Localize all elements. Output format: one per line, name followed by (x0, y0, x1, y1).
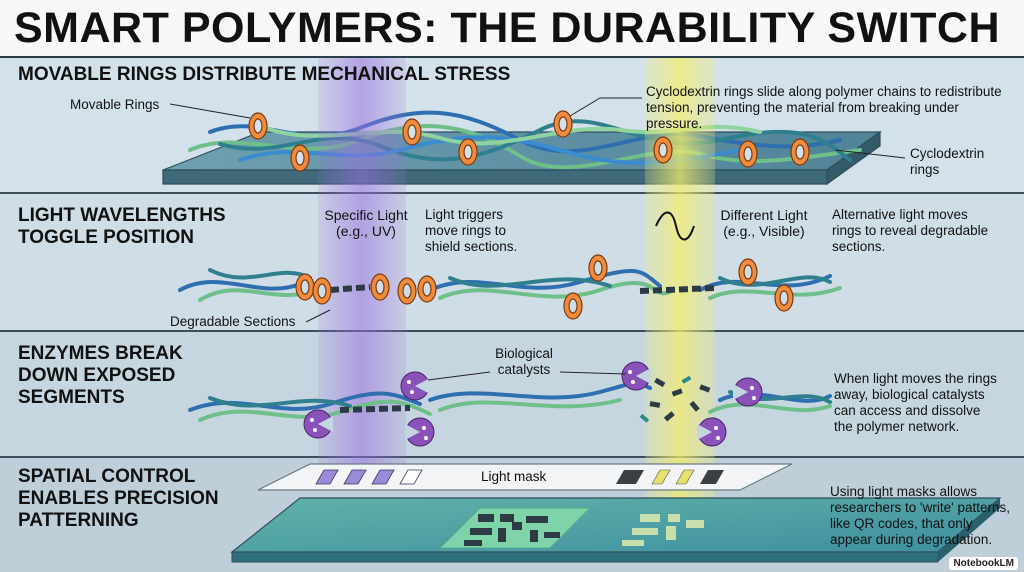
section-3-heading: ENZYMES BREAK DOWN EXPOSED SEGMENTS (18, 343, 183, 408)
light-mask (257, 463, 793, 491)
ring (774, 284, 794, 312)
label-enzyme-description: When light moves the rings away, biologi… (834, 371, 997, 434)
section-2-heading: LIGHT WAVELENGTHS TOGGLE POSITION (18, 205, 226, 248)
enzyme (697, 417, 727, 447)
ring (312, 277, 332, 305)
ring (553, 110, 573, 138)
pattern-slab (230, 497, 1002, 563)
label-light-mask: Light mask (481, 469, 547, 484)
enzyme (303, 409, 333, 439)
label-ring-description: Cyclodextrin rings slide along polymer c… (646, 84, 1002, 131)
degradable-sections-3 (339, 405, 411, 413)
page-title: SMART POLYMERS: THE DURABILITY SWITCH (14, 4, 1001, 52)
fragments (649, 377, 711, 422)
section-light-toggle (0, 194, 1024, 332)
label-degradable-sections: Degradable Sections (170, 314, 296, 329)
label-different-light: Different Light (e.g., Visible) (720, 207, 808, 239)
cyclodextrin-rings-1 (248, 110, 810, 172)
ring (738, 140, 758, 168)
section-4-heading: SPATIAL CONTROL ENABLES PRECISION PATTER… (18, 466, 219, 531)
ring (738, 258, 758, 286)
cyclodextrin-rings-2 (295, 254, 794, 320)
ring (402, 118, 422, 146)
enzyme (621, 361, 651, 391)
uv-light-beam (318, 58, 406, 478)
ring (588, 254, 608, 282)
label-cyclodextrin: Cyclodextrin rings (910, 146, 985, 177)
ring (370, 273, 390, 301)
enzyme (733, 377, 763, 407)
wave-icon (655, 211, 695, 241)
ring (397, 277, 417, 305)
brand-badge: NotebookLM (949, 557, 1018, 570)
leader-lines-3 (427, 371, 627, 381)
leader-line-2 (305, 309, 331, 323)
ring (417, 275, 437, 303)
enzyme (405, 417, 435, 447)
ring (290, 144, 310, 172)
label-patterning-description: Using light masks allows researchers to … (830, 484, 1010, 547)
ring (563, 292, 583, 320)
enzyme (400, 371, 430, 401)
label-biological-catalysts: Biological catalysts (495, 346, 553, 377)
ring (295, 273, 315, 301)
ring (248, 112, 268, 140)
label-alternative-light: Alternative light moves rings to reveal … (832, 207, 989, 254)
label-movable-rings: Movable Rings (70, 97, 160, 112)
qr-pattern-revealed (438, 507, 592, 549)
label-specific-light: Specific Light (e.g., UV) (324, 207, 408, 239)
ring (653, 136, 673, 164)
ring (790, 138, 810, 166)
qr-pattern-faint (622, 514, 704, 546)
label-light-triggers: Light triggers move rings to shield sect… (425, 207, 518, 254)
ring (458, 138, 478, 166)
degradable-sections-2 (329, 284, 716, 294)
leader-lines-1 (169, 97, 906, 159)
section-1-heading: MOVABLE RINGS DISTRIBUTE MECHANICAL STRE… (18, 64, 511, 85)
title-bar: SMART POLYMERS: THE DURABILITY SWITCH (0, 0, 1024, 58)
enzymes (303, 361, 763, 447)
